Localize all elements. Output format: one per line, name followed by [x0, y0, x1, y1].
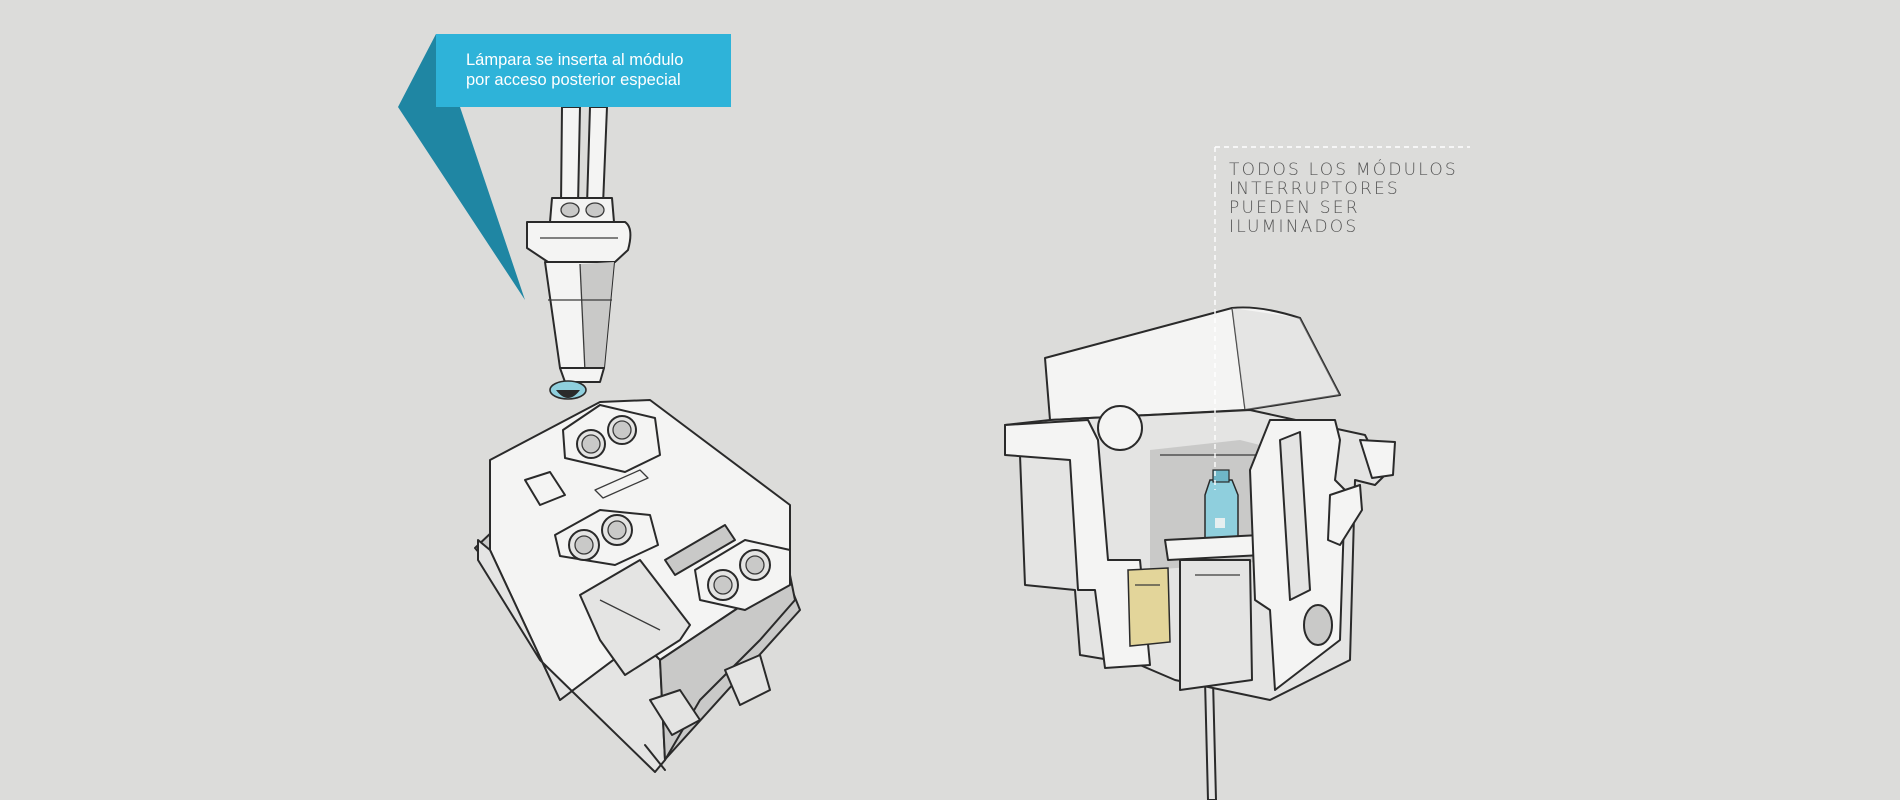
note-line-1: TODOS LOS MÓDULOS: [1229, 160, 1458, 180]
switch-module-icon: [474, 399, 801, 773]
note-line-3: PUEDEN SER: [1229, 198, 1360, 218]
lamp-bulb: [1204, 479, 1239, 541]
note-line-4: ILUMINADOS: [1229, 217, 1359, 237]
note-leader: [1214, 146, 1470, 490]
note-line-2: INTERRUPTORES: [1229, 179, 1400, 199]
lamp-icon: [526, 106, 632, 400]
callout-pointer: [398, 34, 525, 300]
illumination-note: TODOS LOS MÓDULOS INTERRUPTORES PUEDEN S…: [1229, 161, 1458, 237]
callout-line-1: Lámpara se inserta al módulo: [466, 51, 684, 69]
callout-line-2: por acceso posterior especial: [466, 71, 681, 89]
callout-box: Lámpara se inserta al módulo por acceso …: [436, 34, 731, 107]
illuminated-module-icon: [1004, 306, 1396, 800]
